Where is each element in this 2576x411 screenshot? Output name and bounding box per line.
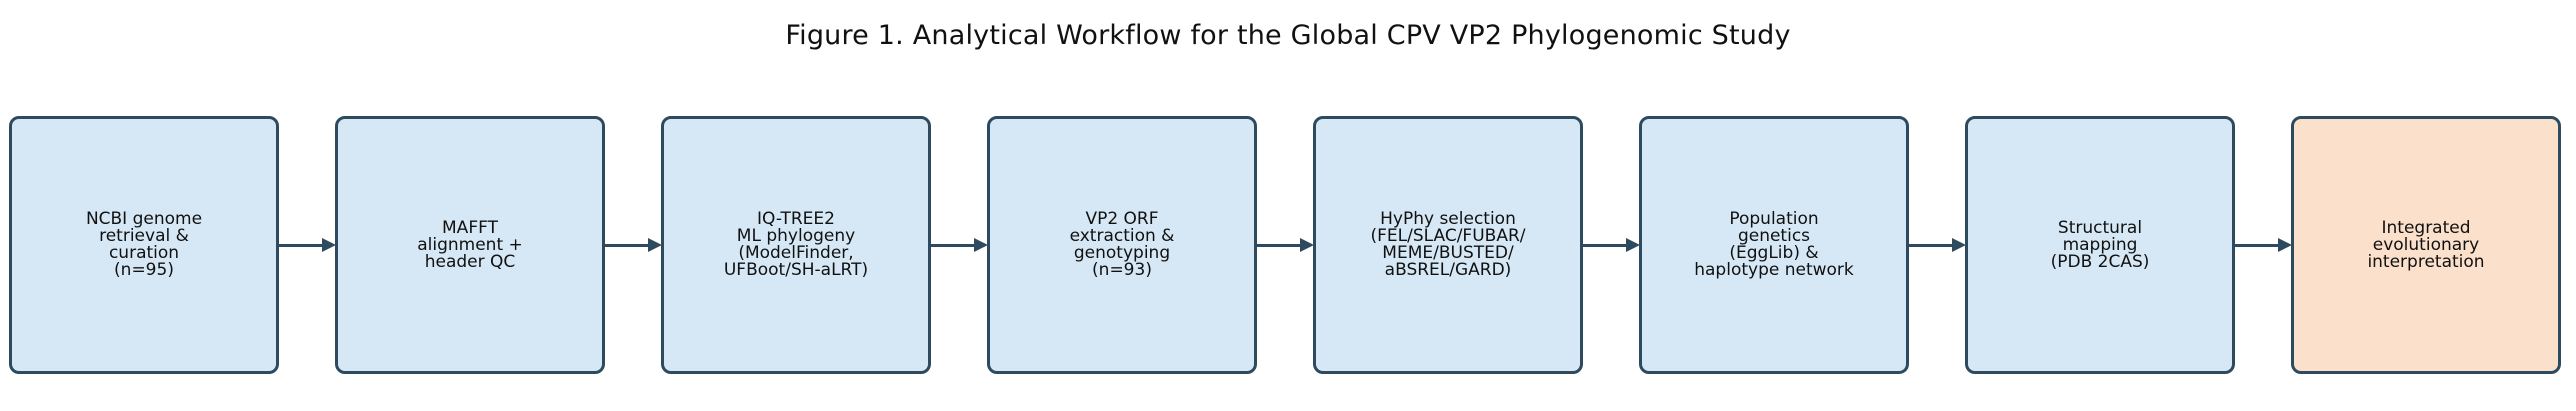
step-label: HyPhy selection (FEL/SLAC/FUBAR/ MEME/BU… <box>1370 209 1526 280</box>
arrow-head-icon <box>1626 238 1640 252</box>
arrow-connector <box>1257 244 1309 247</box>
step-box-orf-extraction: VP2 ORF extraction & genotyping (n=93) <box>987 116 1257 374</box>
arrow-head-icon <box>322 238 336 252</box>
step-label: Integrated evolutionary interpretation <box>2367 217 2485 272</box>
arrow-connector <box>605 244 657 247</box>
step-box-alignment: MAFFT alignment + header QC <box>335 116 605 374</box>
step-box-phylogeny: IQ-TREE2 ML phylogeny (ModelFinder, UFBo… <box>661 116 931 374</box>
step-label: MAFFT alignment + header QC <box>417 217 523 272</box>
arrow-connector <box>1583 244 1635 247</box>
figure-title: Figure 1. Analytical Workflow for the Gl… <box>785 20 1791 51</box>
arrow-connector <box>279 244 331 247</box>
step-box-interpretation: Integrated evolutionary interpretation <box>2291 116 2561 374</box>
step-label: Structural mapping (PDB 2CAS) <box>2050 217 2150 272</box>
step-box-structural-mapping: Structural mapping (PDB 2CAS) <box>1965 116 2235 374</box>
step-label: VP2 ORF extraction & genotyping (n=93) <box>1069 209 1175 280</box>
step-box-population-genetics: Population genetics (EggLib) & haplotype… <box>1639 116 1909 374</box>
step-label: IQ-TREE2 ML phylogeny (ModelFinder, UFBo… <box>723 209 869 280</box>
step-box-selection: HyPhy selection (FEL/SLAC/FUBAR/ MEME/BU… <box>1313 116 1583 374</box>
arrow-connector <box>1909 244 1961 247</box>
arrow-head-icon <box>1300 238 1314 252</box>
arrow-connector <box>931 244 983 247</box>
step-label: NCBI genome retrieval & curation (n=95) <box>85 209 203 280</box>
arrow-connector <box>2235 244 2287 247</box>
arrow-head-icon <box>2278 238 2292 252</box>
arrow-head-icon <box>974 238 988 252</box>
arrow-head-icon <box>1952 238 1966 252</box>
step-box-genome-retrieval: NCBI genome retrieval & curation (n=95) <box>9 116 279 374</box>
arrow-head-icon <box>648 238 662 252</box>
step-label: Population genetics (EggLib) & haplotype… <box>1694 209 1854 280</box>
